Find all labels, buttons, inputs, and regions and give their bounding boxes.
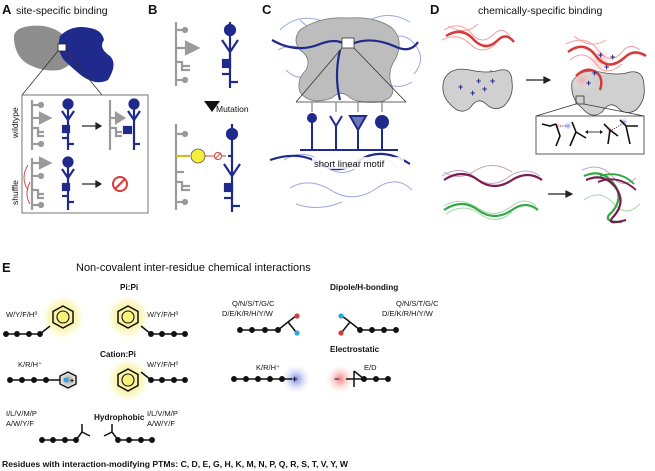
- navy-chain-shuffle-row: [61, 156, 75, 210]
- hydrophobic-group: Hydrophobic I/L/V/M/P A/W/Y/F I/L/V/M/P …: [6, 409, 178, 443]
- svg-text:+: +: [482, 84, 487, 94]
- zoom-box-a: [21, 94, 149, 214]
- pipi-left-label: W/Y/F/H⁰: [6, 310, 37, 319]
- dipole-title: Dipole/H-bonding: [330, 283, 398, 292]
- panel-d-letter: D: [430, 2, 439, 17]
- navy-chain-b-bottom: [223, 124, 241, 212]
- gray-chain-b-bottom: [174, 124, 190, 210]
- motif-residues: [300, 113, 398, 151]
- cationpi-title: Cation:Pi: [100, 350, 136, 359]
- binding-site-box: [57, 43, 67, 52]
- navy-chain-b-top: [221, 22, 239, 88]
- gray-chain-wt: [30, 100, 53, 150]
- svg-text:+: +: [476, 76, 481, 86]
- pipi-right-label: W/Y/F/H⁰: [147, 310, 178, 319]
- wildtype-label: wildtype: [10, 107, 20, 139]
- gray-protein-d-left: [442, 68, 513, 112]
- purple-green-idrs-left: [441, 165, 543, 220]
- navy-chain-wt: [61, 98, 75, 150]
- dipole-left-label-1: Q/N/S/T/G/C: [232, 299, 275, 308]
- panel-d: D chemically-specific binding + +++++ ++…: [430, 2, 647, 224]
- ptm-footer: Residues with interaction-modifying PTMs…: [2, 459, 349, 469]
- panel-e-title: Non-covalent inter-residue chemical inte…: [76, 262, 311, 274]
- motif-label: short linear motif: [314, 159, 385, 170]
- mutation-label: Mutation: [216, 104, 249, 114]
- hydrophobic-right-label-1: I/L/V/M/P: [147, 409, 178, 418]
- benzene-ring-right: [117, 305, 139, 329]
- gray-chain-b-top: [174, 22, 201, 86]
- svg-text:+: +: [470, 88, 475, 98]
- grey-stalks-c: [311, 102, 383, 112]
- benzene-ring-left: [52, 305, 74, 329]
- hydrophobic-left-label-1: I/L/V/M/P: [6, 409, 37, 418]
- electrostatic-group: Electrostatic K/R/H⁺ E/D + −: [231, 345, 391, 395]
- svg-text:+: +: [592, 68, 597, 78]
- mutation-arrow: [204, 101, 220, 112]
- purple-green-complex: [581, 166, 641, 224]
- electrostatic-minus: −: [334, 374, 339, 384]
- positive-charges-right: +++++: [586, 50, 615, 88]
- svg-text:+: +: [490, 76, 495, 86]
- dipole-group: Dipole/H-bonding Q/N/S/T/G/C D/E/K/R/H/Y…: [222, 283, 439, 336]
- panel-a-title: site-specific binding: [16, 5, 108, 17]
- panel-b: B Mutation: [148, 2, 249, 212]
- panel-d-title: chemically-specific binding: [478, 5, 602, 17]
- dipole-right-label-2: D/E/K/R/H/Y/W: [382, 309, 434, 318]
- zoom-interactions-d: [541, 117, 638, 147]
- svg-text:+: +: [458, 82, 463, 92]
- shuffle-label: shuffle: [10, 180, 20, 205]
- pipi-title: Pi:Pi: [120, 283, 138, 292]
- dipole-right-label-1: Q/N/S/T/G/C: [396, 299, 439, 308]
- electrostatic-title: Electrostatic: [330, 345, 380, 354]
- svg-text:+: +: [70, 378, 74, 385]
- panel-a: A site-specific binding wildtype: [2, 2, 149, 214]
- electrostatic-right-label: E/D: [364, 363, 377, 372]
- motif-box: [341, 37, 355, 49]
- cationpi-left-label: K/R/H⁺: [18, 360, 42, 369]
- bound-complex-wt: [108, 98, 141, 150]
- zoom-box-small-d: [575, 95, 585, 105]
- dipole-left-label-2: D/E/K/R/H/Y/W: [222, 309, 274, 318]
- electrostatic-left-label: K/R/H⁺: [256, 363, 280, 372]
- gray-protein-c: [295, 17, 400, 103]
- no-binding-icon: [112, 176, 128, 192]
- hydrophobic-title: Hydrophobic: [94, 413, 145, 422]
- hydrophobic-left-label-2: A/W/Y/F: [6, 419, 34, 428]
- positive-charges-left: +++++: [458, 76, 495, 98]
- panel-c-letter: C: [262, 2, 272, 17]
- svg-text:+: +: [586, 78, 591, 88]
- mutated-residue: [176, 148, 226, 164]
- panel-b-letter: B: [148, 2, 157, 17]
- navy-protein-blob: [58, 27, 114, 83]
- svg-text:+: +: [604, 62, 609, 72]
- panel-a-letter: A: [2, 2, 12, 17]
- gray-protein-blob: [13, 25, 75, 71]
- panel-e: E Non-covalent inter-residue chemical in…: [2, 260, 439, 469]
- panel-c: C: [262, 2, 421, 208]
- svg-text:+: +: [610, 52, 615, 62]
- cationpi-right-label: W/Y/F/H⁰: [147, 360, 178, 369]
- panel-e-letter: E: [2, 260, 11, 275]
- cation-ring: +: [59, 371, 77, 389]
- benzene-ring-cationpi: [117, 368, 139, 392]
- svg-text:+: +: [598, 50, 603, 60]
- red-idr-top: [441, 23, 515, 51]
- cationpi-group: Cation:Pi K/R/H⁺ W/Y/F/H⁰ +: [7, 350, 188, 404]
- hydrophobic-right-label-2: A/W/Y/F: [147, 419, 175, 428]
- red-idr-bound: [565, 35, 647, 92]
- pipi-group: Pi:Pi W/Y/F/H⁰ W/Y/F/H⁰: [3, 283, 188, 341]
- electrostatic-plus: +: [292, 374, 297, 384]
- gray-chain-shuffled: [30, 156, 53, 210]
